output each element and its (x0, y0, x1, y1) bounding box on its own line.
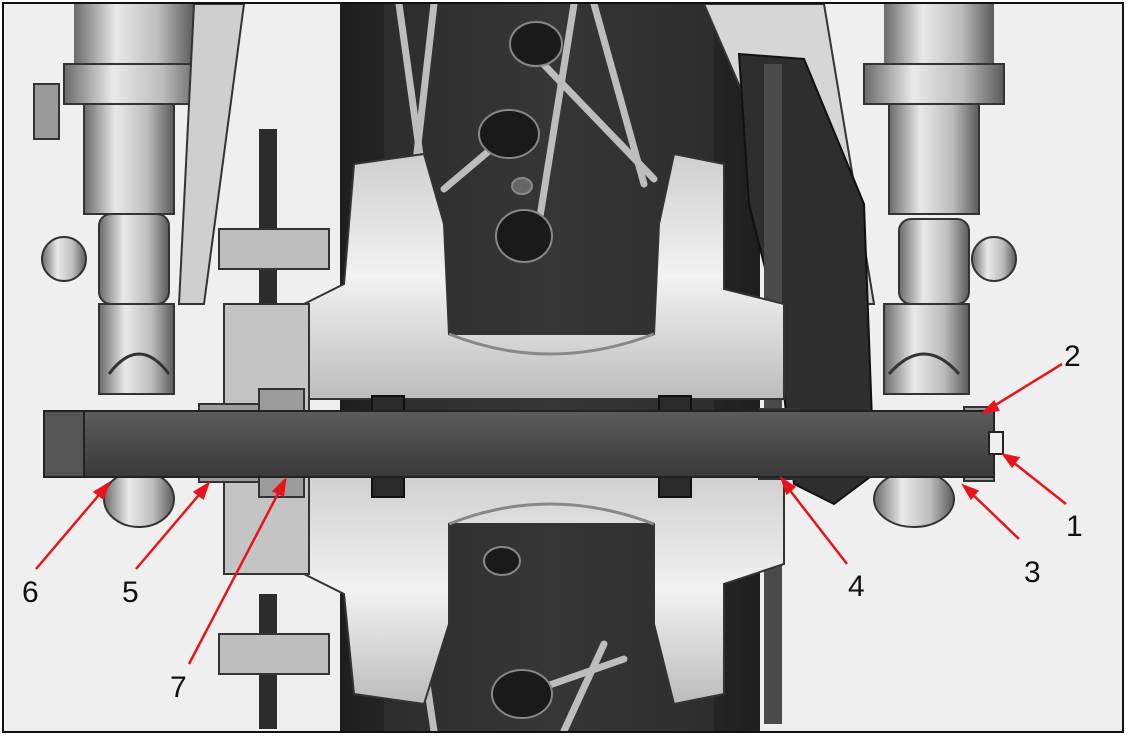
callout-leaders (35, 362, 1067, 665)
callout-7: 7 (170, 671, 187, 704)
callout-2: 2 (1064, 340, 1081, 373)
leader-7 (187, 476, 287, 665)
hub-axle-illustration: 1 2 3 4 5 6 7 (4, 4, 1122, 731)
leader-1 (1001, 453, 1067, 505)
callout-4: 4 (848, 570, 865, 603)
leader-2 (980, 362, 1063, 414)
callout-6: 6 (22, 576, 39, 609)
leader-4 (779, 475, 848, 565)
left-shock-assembly (33, 4, 246, 528)
callout-3: 3 (1024, 556, 1041, 589)
leader-3 (961, 483, 1020, 540)
spoke-nipples (478, 21, 563, 719)
rear-axle (43, 410, 1004, 478)
callout-5: 5 (122, 576, 139, 609)
leader-6 (35, 481, 111, 570)
leader-5 (135, 481, 211, 570)
callout-numbers: 1 2 3 4 5 6 7 (22, 340, 1083, 704)
callout-1: 1 (1066, 510, 1083, 543)
hub (218, 152, 785, 706)
